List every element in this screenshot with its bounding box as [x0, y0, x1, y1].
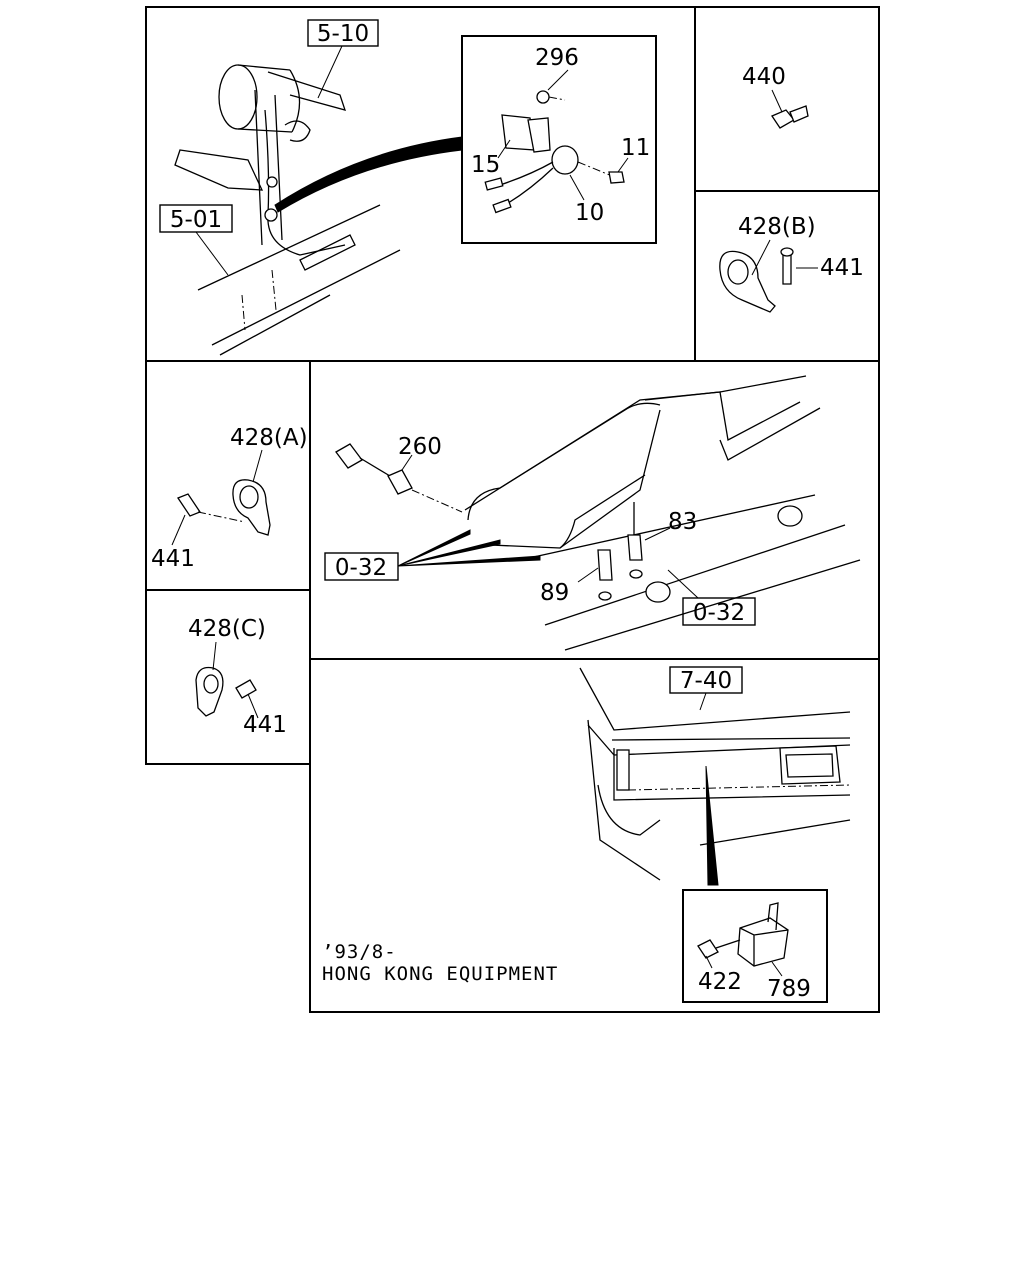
part-label-428a: 428(A) — [230, 425, 308, 451]
part-label-10: 10 — [575, 200, 604, 226]
panel-frames — [145, 6, 880, 1013]
part-label-15: 15 — [471, 152, 500, 178]
part-label-89: 89 — [540, 580, 569, 606]
ref-box-5-01[interactable]: 5-01 — [159, 204, 233, 233]
relay-detail-drawing — [697, 902, 789, 977]
ref-box-5-10[interactable]: 5-10 — [307, 19, 379, 47]
clamp-428a-drawing — [171, 449, 271, 546]
dashboard-drawing — [579, 667, 851, 886]
part-label-440: 440 — [742, 64, 786, 90]
relay-detail-box — [682, 889, 828, 1003]
part-label-441-c: 441 — [243, 712, 287, 738]
harness-overview-drawing — [174, 45, 463, 356]
part-label-789: 789 — [767, 976, 811, 1002]
note-date: ’93/8- — [322, 941, 397, 963]
bolt-440-drawing — [771, 89, 809, 129]
part-label-428b: 428(B) — [738, 214, 816, 240]
sensor-detail-drawing — [484, 69, 629, 214]
ref-box-0-32-right[interactable]: 0-32 — [682, 597, 756, 626]
part-label-296: 296 — [535, 45, 579, 71]
part-label-422: 422 — [698, 969, 742, 995]
ref-label: 5-01 — [170, 207, 222, 233]
part-label-83: 83 — [668, 509, 697, 535]
note-equipment: HONG KONG EQUIPMENT — [322, 963, 558, 985]
part-label-441-a: 441 — [151, 546, 195, 572]
ref-label: 0-32 — [693, 600, 745, 626]
clamp-428c-drawing — [195, 641, 259, 719]
part-label-11: 11 — [621, 135, 650, 161]
sensor-detail-box — [461, 35, 657, 244]
clamp-428b-drawing — [719, 239, 818, 313]
ref-label: 7-40 — [680, 668, 732, 694]
ref-box-0-32-left[interactable]: 0-32 — [324, 552, 399, 581]
manifold-drawing — [335, 375, 861, 651]
ref-label: 5-10 — [317, 21, 369, 47]
ref-label: 0-32 — [335, 555, 387, 581]
part-label-441-b: 441 — [820, 255, 864, 281]
part-label-260: 260 — [398, 434, 442, 460]
part-label-428c: 428(C) — [188, 616, 266, 642]
ref-box-7-40[interactable]: 7-40 — [669, 666, 743, 694]
